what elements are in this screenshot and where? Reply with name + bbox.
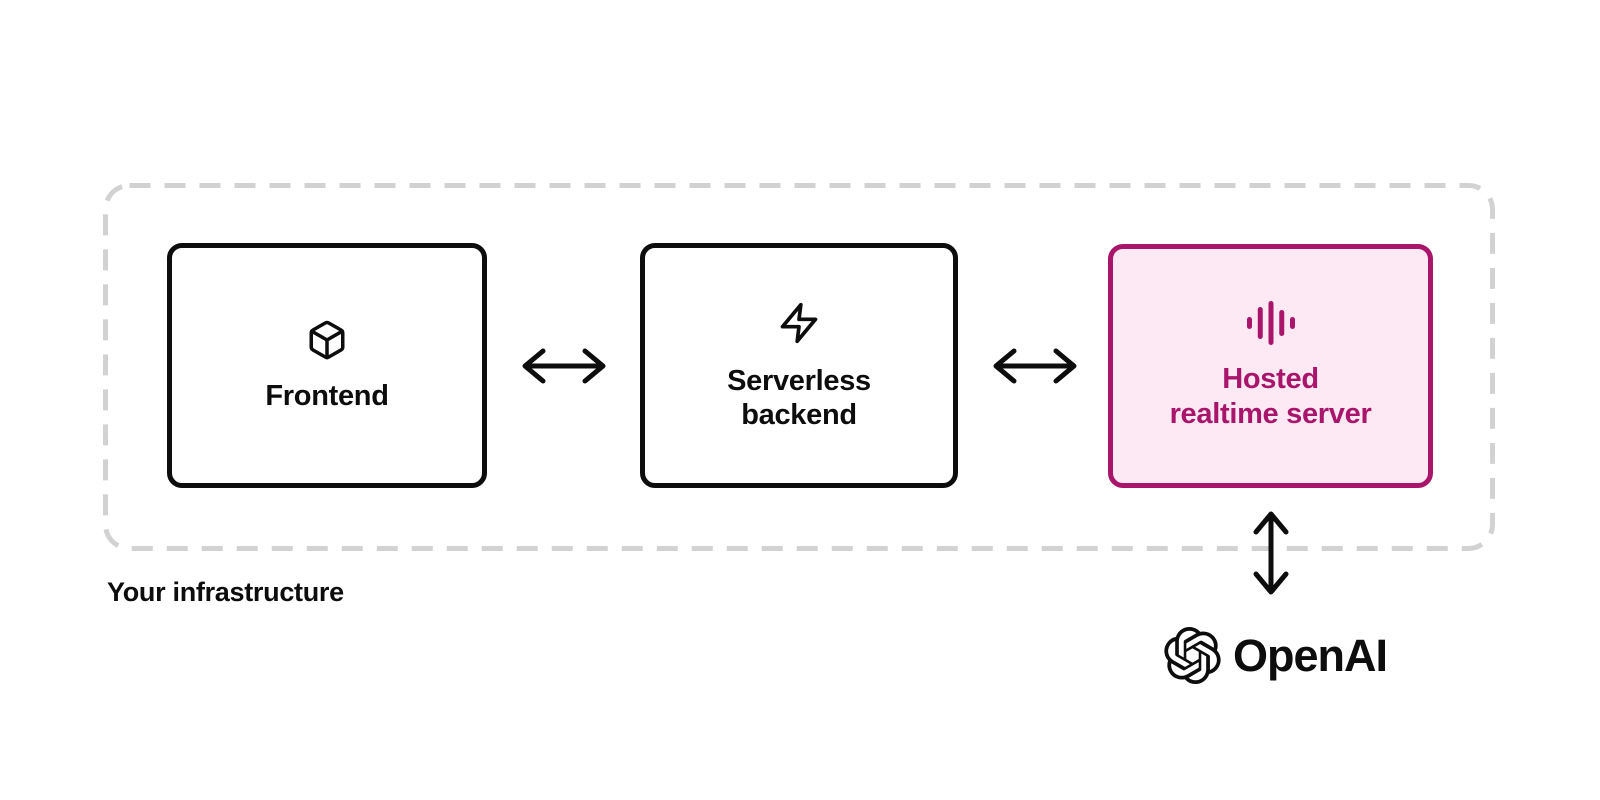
double-arrow-horizontal-icon bbox=[989, 344, 1081, 388]
node-frontend: Frontend bbox=[167, 243, 487, 488]
node-hosted-realtime-server-label: Hosted realtime server bbox=[1169, 363, 1372, 430]
double-arrow-horizontal-icon bbox=[518, 344, 610, 388]
node-frontend-label: Frontend bbox=[265, 379, 389, 412]
node-serverless-backend: Serverless backend bbox=[640, 243, 958, 488]
node-serverless-backend-label: Serverless backend bbox=[727, 364, 871, 431]
dashed-border bbox=[103, 183, 1495, 551]
waveform-icon bbox=[1246, 301, 1295, 346]
infrastructure-boundary bbox=[103, 183, 1495, 551]
double-arrow-vertical-icon bbox=[1249, 507, 1293, 599]
openai-wordmark: OpenAI bbox=[1233, 629, 1388, 681]
openai-logo-icon bbox=[1164, 627, 1221, 684]
lightning-icon bbox=[777, 299, 821, 347]
node-hosted-realtime-server: Hosted realtime server bbox=[1108, 244, 1433, 488]
cube-icon bbox=[306, 318, 348, 362]
infrastructure-label: Your infrastructure bbox=[107, 577, 344, 607]
openai-brand: OpenAI bbox=[1164, 627, 1388, 684]
